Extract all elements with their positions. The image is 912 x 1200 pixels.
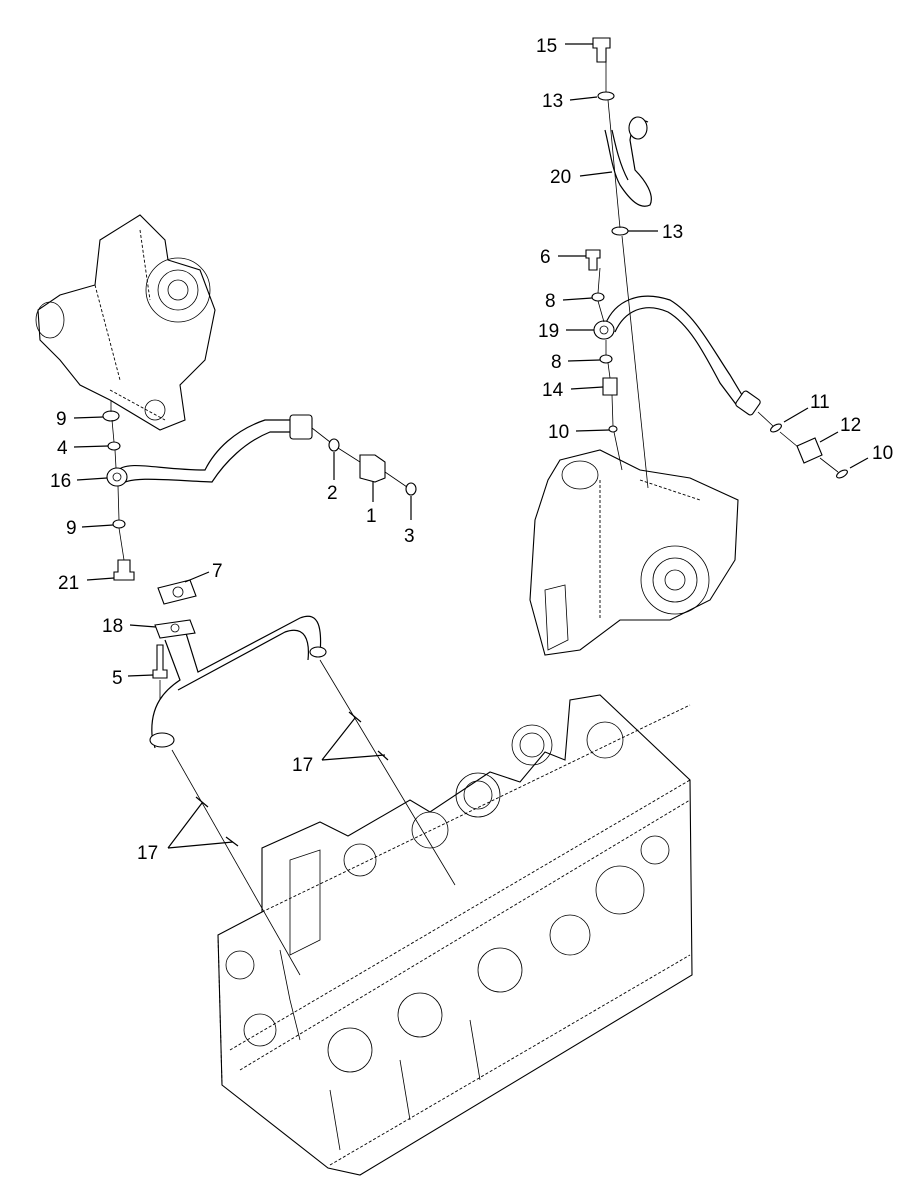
callout-8: 8 — [545, 291, 556, 312]
oil-pipe-upper-right — [604, 116, 652, 207]
turbocharger-left — [35, 214, 216, 431]
callout-8: 8 — [551, 352, 562, 373]
oil-drain-pipe — [149, 615, 327, 749]
callout-13: 13 — [662, 222, 683, 243]
callout-3: 3 — [404, 526, 415, 547]
small-parts — [102, 37, 848, 679]
callout-21: 21 — [58, 573, 79, 594]
callout-5: 5 — [112, 668, 123, 689]
callout-6: 6 — [540, 247, 551, 268]
callout-17: 17 — [137, 843, 158, 864]
callout-19: 19 — [538, 321, 559, 342]
oil-feed-pipe-left — [106, 414, 313, 487]
callout-20: 20 — [550, 167, 571, 188]
callout-4: 4 — [57, 438, 68, 459]
assembly-lines — [110, 60, 839, 976]
callout-10: 10 — [548, 422, 569, 443]
leader-lines — [73, 43, 869, 849]
callout-15: 15 — [536, 36, 557, 57]
callout-10: 10 — [872, 443, 893, 464]
callout-7: 7 — [212, 561, 223, 582]
callout-13: 13 — [542, 91, 563, 112]
callout-12: 12 — [840, 415, 861, 436]
engine-block — [217, 694, 693, 1176]
callout-16: 16 — [50, 471, 71, 492]
callout-17: 17 — [292, 755, 313, 776]
callout-9: 9 — [56, 409, 67, 430]
turbocharger-right — [529, 449, 739, 656]
callout-1: 1 — [366, 506, 377, 527]
oil-feed-pipe-right — [593, 295, 761, 416]
callout-18: 18 — [102, 616, 123, 637]
callout-2: 2 — [327, 483, 338, 504]
callout-14: 14 — [542, 380, 564, 401]
callout-labels: 15 13 20 13 6 8 19 8 14 10 11 12 10 9 4 … — [50, 36, 893, 864]
callout-11: 11 — [810, 392, 830, 413]
callout-9: 9 — [66, 518, 77, 539]
